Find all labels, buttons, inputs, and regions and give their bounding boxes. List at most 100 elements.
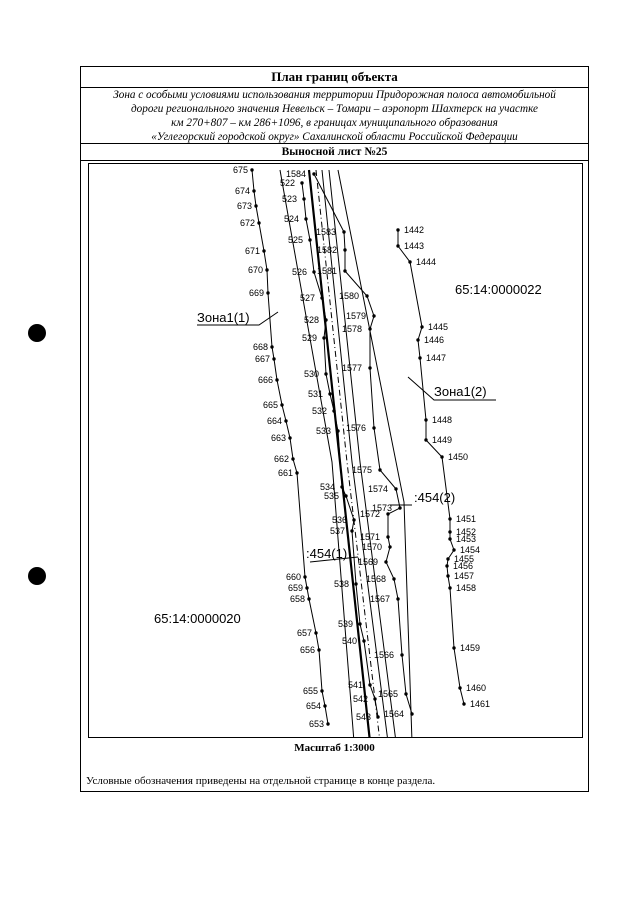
center-point-label: 1571 [360,532,380,542]
mid-point-label: 532 [312,406,327,416]
zone-outer-line [337,169,413,737]
mid-point [328,392,332,396]
left-point [280,403,284,407]
description-line: км 270+807 – км 286+1096, в границах мун… [171,117,498,129]
center-point [392,577,396,581]
center-point [410,712,414,716]
right-point-label: 1448 [432,415,452,425]
mid-point-label: 534 [320,482,335,492]
zone-label: Зона1(1) [197,310,250,325]
left-point-label: 670 [248,265,263,275]
center-point-label: 1584 [286,169,306,179]
left-point [288,436,292,440]
center-point [400,653,404,657]
center-point-label: 1576 [346,423,366,433]
center-point-label: 1578 [342,324,362,334]
left-point [303,575,307,579]
left-point-label: 655 [303,686,318,696]
left-point-label: 666 [258,375,273,385]
middle-boundary-line [301,182,379,718]
center-point [386,535,390,539]
mid-point [300,181,304,185]
sheet-number: Выносной лист №25 [81,144,588,161]
center-point [368,327,372,331]
center-point-label: 1573 [372,503,392,513]
map-scale: Масштаб 1:3000 [294,742,375,754]
mid-point-label: 539 [338,619,353,629]
right-point-label: 1444 [416,257,436,267]
left-point-label: 665 [263,400,278,410]
right-point [445,564,449,568]
mid-point [354,582,358,586]
left-point [266,291,270,295]
legend-note: Условные обозначения приведены на отдель… [86,775,436,787]
left-point [252,189,256,193]
left-point-label: 654 [306,701,321,711]
center-point [342,230,346,234]
mid-point-label: 524 [284,214,299,224]
mid-point [324,372,328,376]
mid-point-label: 536 [332,515,347,525]
punch-hole-top [28,324,46,342]
center-point [343,248,347,252]
zone-inner-line [279,169,355,737]
plot-label: :454(2) [414,490,455,505]
right-point [452,646,456,650]
mid-point-label: 528 [304,315,319,325]
center-point [372,426,376,430]
right-point [448,537,452,541]
mid-point [302,197,306,201]
mid-point [308,238,312,242]
mid-point [373,697,377,701]
mid-point-label: 531 [308,389,323,399]
left-point-label: 674 [235,186,250,196]
left-point-label: 664 [267,416,282,426]
left-point-label: 658 [290,594,305,604]
left-point-label: 669 [249,288,264,298]
left-point-label: 667 [255,354,270,364]
center-point [394,487,398,491]
left-point-label: 661 [278,468,293,478]
center-point-label: 1572 [360,509,380,519]
center-point-label: 1567 [370,594,390,604]
right-point-label: 1460 [466,683,486,693]
center-point [365,294,369,298]
right-point [396,244,400,248]
right-point [408,260,412,264]
left-point [250,168,254,172]
mid-point [304,217,308,221]
center-point [343,269,347,273]
zone-label: Зона1(2) [434,384,487,399]
center-point-label: 1579 [346,311,366,321]
left-point-label: 671 [245,246,260,256]
right-point [448,530,452,534]
left-point [265,268,269,272]
mid-point-label: 535 [324,491,339,501]
mid-point-label: 540 [342,636,357,646]
mid-point [368,683,372,687]
right-point-label: 1443 [404,241,424,251]
parcel-label: 65:14:0000022 [455,282,542,297]
mid-point-label: 525 [288,235,303,245]
left-point [275,378,279,382]
plan-sheet: План границ объекта Зона с особыми услов… [80,66,589,792]
right-point [396,228,400,232]
road-edge-left [307,169,371,737]
description-line: дороги регионального значения Невельск –… [130,103,539,115]
center-point-label: 1564 [384,709,404,719]
left-point [314,631,318,635]
mid-point [362,639,366,643]
left-point [262,249,266,253]
right-point [452,548,456,552]
right-point [446,557,450,561]
right-point-label: 1453 [456,534,476,544]
left-point-label: 653 [309,719,324,729]
left-point-label: 662 [274,454,289,464]
left-point-label: 675 [233,165,248,175]
zone1-1-leader [197,311,279,326]
right-point-label: 1452 [456,527,476,537]
right-point-label: 1458 [456,583,476,593]
zone-description: Зона с особыми условиями использования т… [81,87,588,144]
right-point [462,702,466,706]
